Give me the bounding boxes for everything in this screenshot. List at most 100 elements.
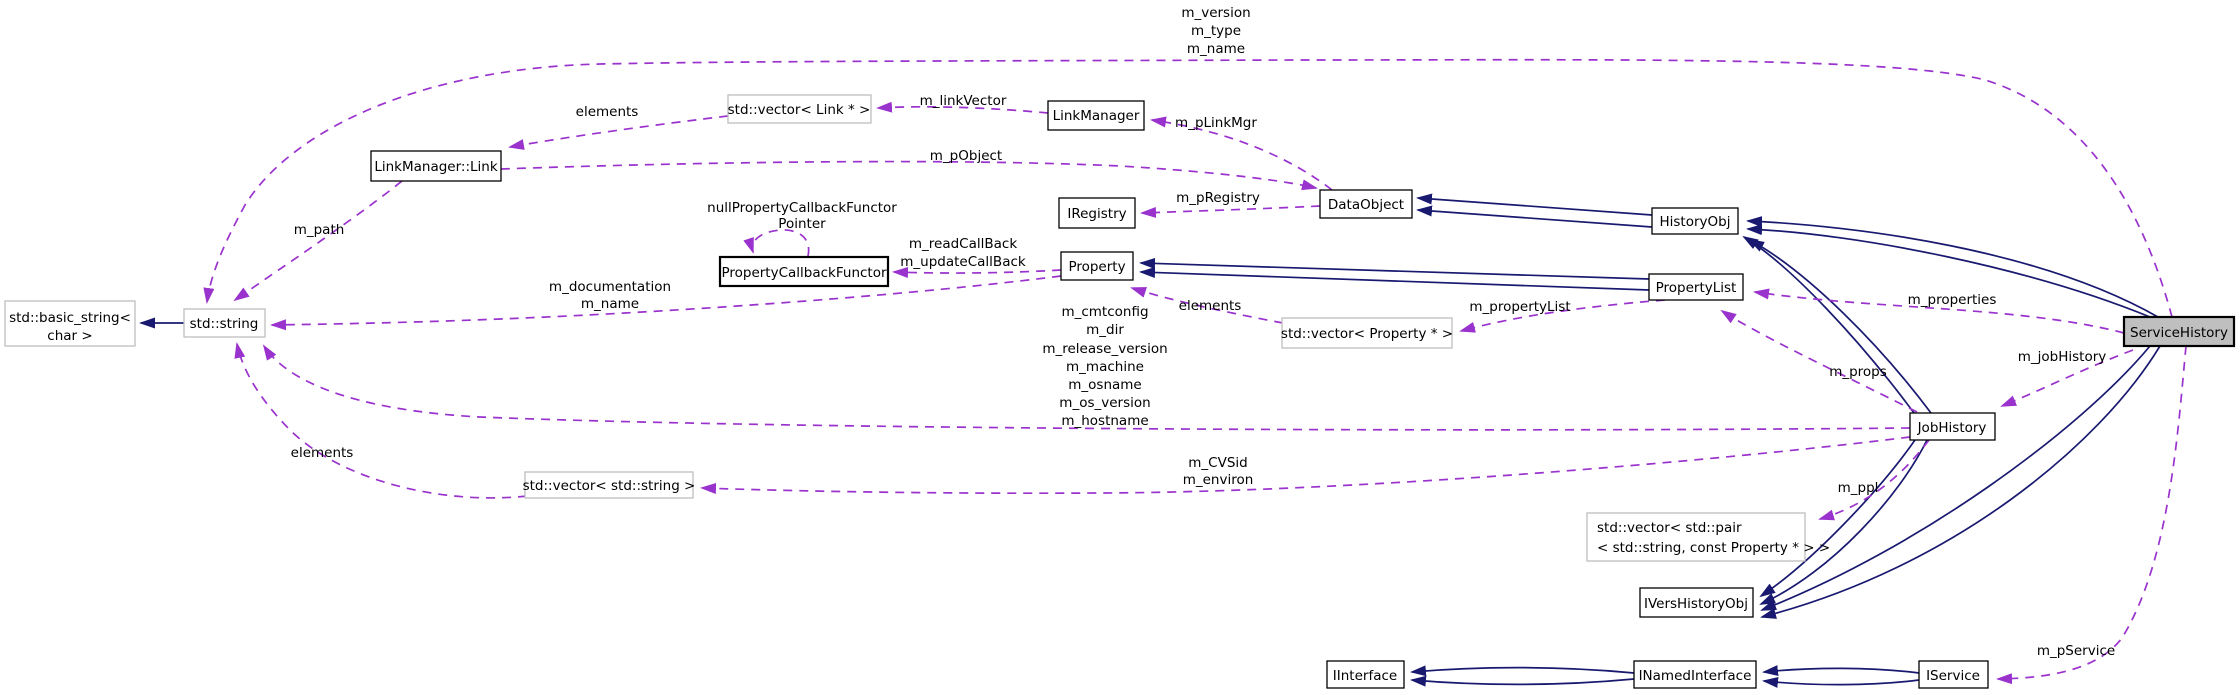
class-node-box[interactable] <box>1058 197 1136 229</box>
class-node-box[interactable] <box>4 300 136 347</box>
class-node-box[interactable] <box>524 471 694 499</box>
class-node-jobhistory[interactable]: JobHistory <box>1909 412 1996 441</box>
class-node-label: std::vector< Property * > <box>1281 326 1453 342</box>
edge-jobhistory-to-historyobj-1 <box>1742 235 1915 414</box>
class-node-ivershistoryobj[interactable]: IVersHistoryObj <box>1639 587 1754 618</box>
class-node-box[interactable] <box>370 150 502 182</box>
edge-iservice-to-inamedinterface-1 <box>1762 665 1920 677</box>
class-node-iservice[interactable]: IService <box>1918 660 1989 689</box>
usage-edges <box>203 58 2187 685</box>
edge-property-to-functor <box>892 267 1062 278</box>
class-node-label: std::vector< std::string > <box>523 478 696 494</box>
edge-historyobj-to-dataobject-2 <box>1416 205 1653 228</box>
class-node-label: ServiceHistory <box>2130 325 2228 341</box>
edge-label-m-environ: m_environ <box>1183 472 1254 488</box>
edge-label-m-ppl: m_ppl <box>1838 480 1879 496</box>
class-node-propertylist[interactable]: PropertyList <box>1648 273 1744 301</box>
class-node-dataobject[interactable]: DataObject <box>1319 189 1413 219</box>
edge-label-nullfunctor-1: nullPropertyCallbackFunctor <box>707 200 897 216</box>
class-node-box[interactable] <box>1060 251 1134 281</box>
class-node-label: Property <box>1068 259 1125 275</box>
edge-propertylist-to-property-1 <box>1139 257 1650 280</box>
edge-label-nullfunctor-2: Pointer <box>778 216 826 232</box>
class-node-box[interactable] <box>1651 207 1739 235</box>
class-node-box[interactable] <box>1909 412 1996 441</box>
class-node-box[interactable] <box>1281 317 1453 349</box>
class-node-label: IInterface <box>1333 668 1397 684</box>
edge-label-m-name-property: m_name <box>581 296 639 312</box>
class-node-box[interactable] <box>1326 660 1405 689</box>
edge-jobhistory-to-vectorstring <box>700 436 1911 495</box>
class-node-box[interactable] <box>1648 273 1744 301</box>
class-node-box[interactable] <box>718 255 890 288</box>
edge-vectorstring-to-string-elements <box>234 342 528 499</box>
class-node-label: char > <box>47 328 92 344</box>
class-node-inamedinterface[interactable]: INamedInterface <box>1633 660 1757 689</box>
edge-label-m-documentation: m_documentation <box>549 279 671 295</box>
edge-label-m-version: m_version <box>1181 5 1250 21</box>
class-node-iinterface[interactable]: IInterface <box>1326 660 1405 689</box>
edge-label-m-cvsid: m_CVSid <box>1188 455 1247 471</box>
edge-historyobj-to-dataobject-1 <box>1416 193 1653 216</box>
edge-labels: m_version m_type m_name elements m_linkV… <box>291 5 2116 659</box>
class-node-vector-string[interactable]: std::vector< std::string > <box>523 471 696 499</box>
class-node-vector-property-ptr[interactable]: std::vector< Property * > <box>1281 317 1453 349</box>
edge-label-m-properties: m_properties <box>1908 292 1997 308</box>
edge-dataobject-to-iregistry <box>1140 205 1321 218</box>
class-node-box[interactable] <box>1918 660 1989 689</box>
class-node-label: IRegistry <box>1067 206 1126 222</box>
class-node-label: std::vector< std::pair <box>1597 520 1742 536</box>
class-node-box[interactable] <box>1633 660 1757 689</box>
class-node-box[interactable] <box>183 308 266 338</box>
edge-vectorproperty-to-property-elements <box>1130 287 1284 324</box>
class-node-label: < std::string, const Property * > > <box>1597 540 1830 556</box>
edge-label-m-release-version: m_release_version <box>1042 341 1167 357</box>
class-node-label: std::string <box>190 316 259 332</box>
edge-label-m-dir: m_dir <box>1086 322 1124 338</box>
class-node-vector-pair[interactable]: std::vector< std::pair < std::string, co… <box>1586 512 1830 562</box>
class-node-std-string[interactable]: std::string <box>183 308 266 338</box>
class-node-label: std::basic_string< <box>9 310 131 326</box>
edge-vectorlink-to-link-elements <box>508 115 729 150</box>
class-node-property-callback-functor[interactable]: PropertyCallbackFunctor <box>718 255 890 288</box>
edge-servicehistory-to-historyobj-2 <box>1746 224 2151 318</box>
edge-inamedinterface-to-iinterface-1 <box>1410 665 1635 677</box>
edge-iservice-to-inamedinterface-2 <box>1762 676 1920 688</box>
class-node-iregistry[interactable]: IRegistry <box>1058 197 1136 229</box>
inheritance-edges <box>139 193 2161 688</box>
edge-label-m-props: m_props <box>1829 364 1887 380</box>
edge-functor-self-loop <box>743 229 810 257</box>
edge-jobhistory-to-string <box>262 344 1911 431</box>
edge-link-to-string-mpath <box>233 180 403 302</box>
class-node-box[interactable] <box>1639 587 1754 618</box>
class-node-box[interactable] <box>1047 100 1145 131</box>
edge-label-elements-strings: elements <box>291 445 354 461</box>
class-node-label: INamedInterface <box>1639 668 1752 684</box>
edge-servicehistory-to-historyobj-1 <box>1746 216 2159 318</box>
edge-label-m-pobject: m_pObject <box>930 148 1002 164</box>
edge-jobhistory-to-historyobj-2 <box>1748 239 1932 414</box>
class-node-linkmanager[interactable]: LinkManager <box>1047 100 1145 131</box>
class-node-servicehistory[interactable]: ServiceHistory <box>2122 315 2236 348</box>
class-node-label: JobHistory <box>1917 420 1987 436</box>
class-node-box[interactable] <box>1319 189 1413 219</box>
class-node-label: std::vector< Link * > <box>728 102 871 118</box>
class-node-box[interactable] <box>1586 512 1806 562</box>
class-node-label: IService <box>1926 668 1980 684</box>
class-node-label: PropertyList <box>1656 280 1737 296</box>
class-node-historyobj[interactable]: HistoryObj <box>1651 207 1739 235</box>
edge-label-m-type: m_type <box>1191 23 1241 39</box>
edge-label-elements-properties: elements <box>1179 298 1242 314</box>
class-node-std-basic-string[interactable]: std::basic_string< char > <box>4 300 136 347</box>
class-node-vector-link-ptr[interactable]: std::vector< Link * > <box>727 94 872 124</box>
class-node-property[interactable]: Property <box>1060 251 1134 281</box>
edge-label-m-hostname: m_hostname <box>1061 413 1148 429</box>
edge-servicehistory-to-ivershistoryobj-2 <box>1760 345 2161 619</box>
class-node-box[interactable] <box>727 94 872 124</box>
class-node-linkmanager-link[interactable]: LinkManager::Link <box>370 150 502 182</box>
edge-label-m-machine: m_machine <box>1066 359 1144 375</box>
class-node-box[interactable] <box>2122 315 2236 348</box>
edge-servicehistory-to-string <box>203 58 2173 318</box>
